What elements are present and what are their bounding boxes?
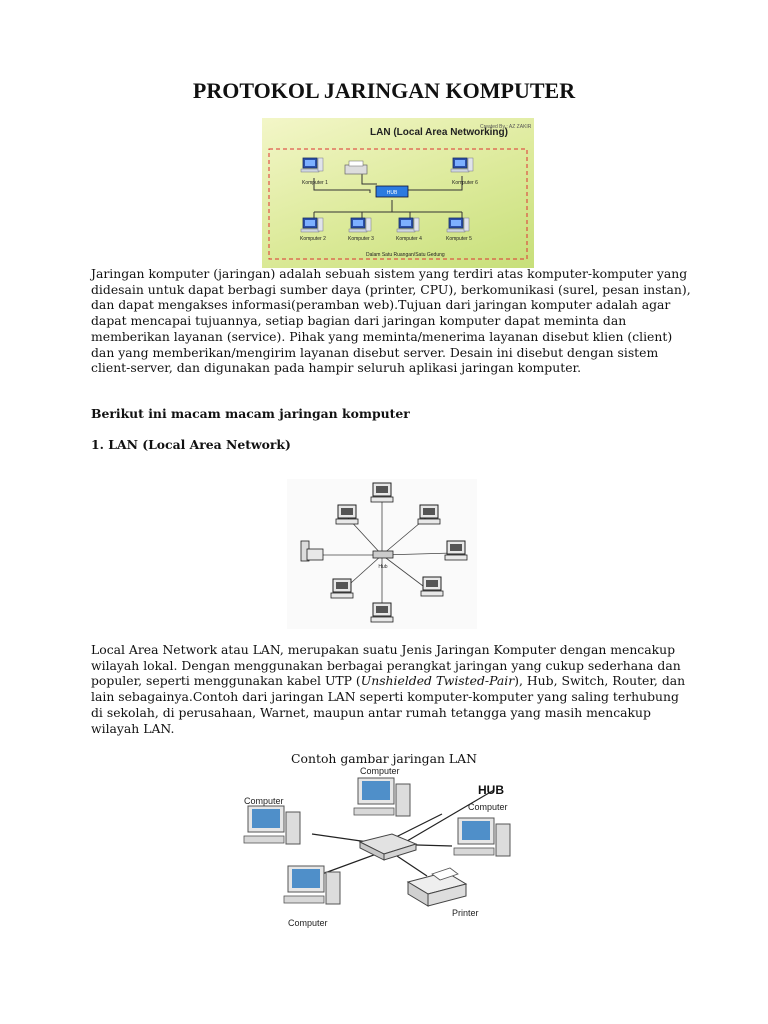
lan-diagram-figure: LAN (Local Area Networking) Created By :… <box>262 118 534 268</box>
hub-icon <box>358 833 418 861</box>
computer-label: Komputer 1 <box>302 180 328 186</box>
lan-example-svg: Computer Computer Computer Computer HUB … <box>243 766 511 928</box>
network-boundary <box>268 148 528 260</box>
hub-label: HUB <box>478 783 504 797</box>
page-title: PROTOKOL JARINGAN KOMPUTER <box>192 78 576 103</box>
printer-icon <box>344 160 368 175</box>
lan-diagram-svg: LAN (Local Area Networking) Created By :… <box>268 124 532 260</box>
intro-paragraph: Jaringan komputer (jaringan) adalah sebu… <box>91 266 691 376</box>
printer-icon <box>406 867 468 907</box>
section-heading: Berikut ini macam macam jaringan kompute… <box>91 406 410 421</box>
computer-icon <box>370 482 394 503</box>
lan-paragraph-text: Local Area Network atau LAN, merupakan s… <box>91 642 681 689</box>
lan-paragraph-italic: Unshielded Twisted-Pair <box>360 673 515 689</box>
star-topology-svg: Hub <box>300 482 468 623</box>
computer-icon <box>335 504 359 525</box>
computer-label: Komputer 2 <box>300 236 326 242</box>
computer-icon <box>444 540 468 561</box>
computer-icon <box>446 217 470 233</box>
computer-icon <box>243 805 301 845</box>
hub-label: Hub <box>378 564 387 570</box>
computer-label: Computer <box>244 796 284 806</box>
lan-example-figure: Computer Computer Computer Computer HUB … <box>232 764 532 934</box>
hub-label: HUB <box>387 190 398 196</box>
lan-diagram-credit: Created By : AZ ZAKIR <box>480 124 532 130</box>
computer-icon <box>450 157 474 173</box>
lan-heading: 1. LAN (Local Area Network) <box>91 437 291 452</box>
lan-diagram-title: LAN (Local Area Networking) <box>370 127 508 138</box>
hub-icon <box>375 185 409 198</box>
computer-label: Komputer 3 <box>348 236 374 242</box>
lan-paragraph-text: ), Hub, Switch, Router, dan lain sebagai… <box>91 673 686 736</box>
computer-icon <box>396 217 420 233</box>
computer-label: Computer <box>360 766 400 776</box>
computer-icon <box>300 217 324 233</box>
tower-computer-icon <box>300 540 324 562</box>
figure-caption: Contoh gambar jaringan LAN <box>291 751 477 766</box>
lan-paragraph: Local Area Network atau LAN, merupakan s… <box>91 642 691 736</box>
computer-icon <box>300 157 324 173</box>
hub-icon <box>372 550 394 559</box>
computer-icon <box>283 865 341 905</box>
computer-icon <box>353 777 411 817</box>
star-topology-figure: Hub <box>287 479 477 629</box>
network-cables <box>313 172 463 218</box>
computer-label: Komputer 5 <box>446 236 472 242</box>
computer-icon <box>453 817 511 857</box>
computer-icon <box>370 602 394 623</box>
computer-icon <box>420 576 444 597</box>
computer-label: Komputer 4 <box>396 236 422 242</box>
computer-label: Computer <box>288 918 328 928</box>
computer-icon <box>417 504 441 525</box>
printer-label: Printer <box>452 908 479 918</box>
computer-icon <box>348 217 372 233</box>
computer-icon <box>330 578 354 599</box>
lan-diagram-footer: Dalam Satu Ruangan/Satu Gedung <box>366 252 445 258</box>
computer-label: Komputer 6 <box>452 180 478 186</box>
computer-label: Computer <box>468 802 508 812</box>
